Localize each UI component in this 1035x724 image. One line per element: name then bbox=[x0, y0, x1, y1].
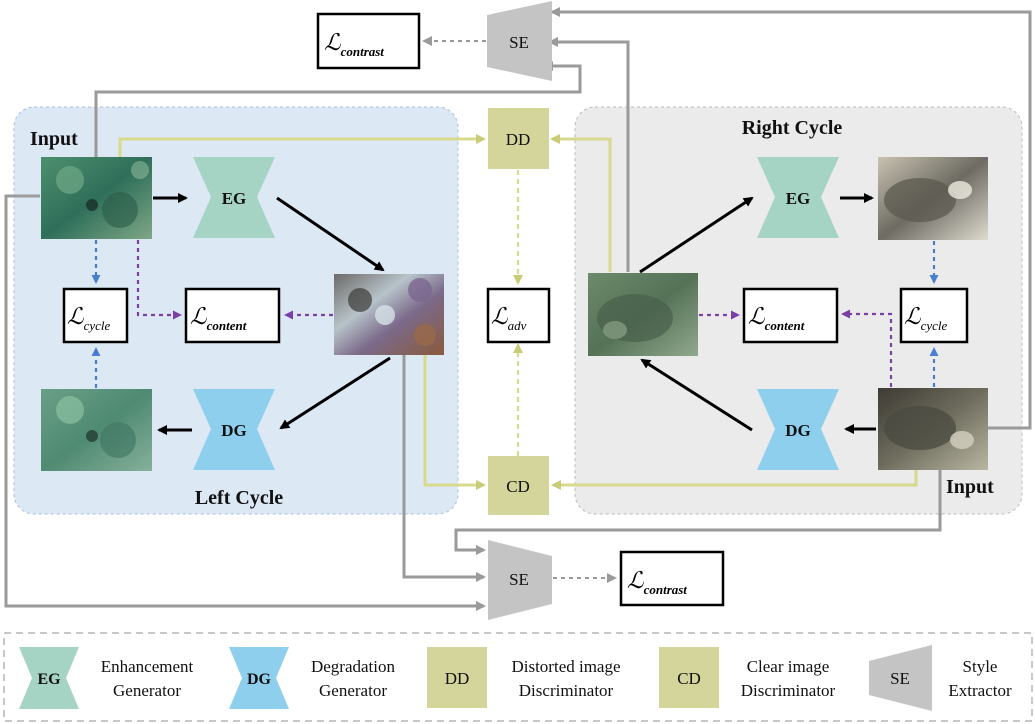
left-reconstructed-image bbox=[41, 389, 152, 471]
legend-item-eg: EG Enhancement Generator bbox=[19, 647, 194, 709]
svg-text:SE: SE bbox=[890, 669, 910, 688]
svg-text:Degradation: Degradation bbox=[311, 657, 396, 676]
svg-text:Generator: Generator bbox=[113, 681, 181, 700]
se-top-label: SE bbox=[509, 33, 529, 52]
degradation-generator-left: DG bbox=[193, 389, 275, 470]
right-input-label: Input bbox=[946, 476, 994, 498]
svg-text:EG: EG bbox=[37, 671, 61, 688]
right-distorted-image bbox=[588, 273, 698, 356]
right-input-image bbox=[878, 388, 988, 470]
svg-text:DG: DG bbox=[247, 671, 272, 688]
svg-text:ℒcycle: ℒcycle bbox=[67, 304, 111, 333]
degradation-generator-right: DG bbox=[757, 389, 839, 470]
loss-adv: ℒadv bbox=[486, 287, 551, 344]
left-cycle-title: Left Cycle bbox=[195, 487, 283, 509]
clear-image-discriminator: CD bbox=[488, 456, 549, 515]
loss-contrast-bottom: ℒcontrast bbox=[619, 550, 725, 607]
svg-text:Clear image: Clear image bbox=[747, 657, 830, 676]
svg-text:Style: Style bbox=[963, 657, 998, 676]
svg-text:EG: EG bbox=[786, 189, 811, 208]
svg-text:DG: DG bbox=[221, 421, 247, 440]
left-input-image bbox=[41, 157, 152, 239]
svg-text:CD: CD bbox=[506, 477, 530, 496]
left-input-label: Input bbox=[30, 128, 78, 150]
svg-text:DD: DD bbox=[506, 130, 531, 149]
legend-item-dd: DD Distorted image Discriminator bbox=[427, 647, 621, 708]
legend-item-se: SE Style Extractor bbox=[869, 645, 1012, 711]
enhancement-generator-left: EG bbox=[193, 157, 275, 238]
left-flow-arrows bbox=[153, 193, 391, 435]
legend-box bbox=[3, 632, 1033, 722]
svg-text:Generator: Generator bbox=[319, 681, 387, 700]
svg-text:Enhancement: Enhancement bbox=[101, 657, 194, 676]
svg-text:ℒcycle: ℒcycle bbox=[904, 304, 948, 333]
svg-text:EG: EG bbox=[222, 189, 247, 208]
enhancement-generator-right: EG bbox=[757, 157, 839, 238]
svg-text:Discriminator: Discriminator bbox=[519, 681, 614, 700]
svg-text:DG: DG bbox=[785, 421, 811, 440]
legend-item-dg: DG Degradation Generator bbox=[229, 647, 396, 709]
left-dashed-arrows bbox=[91, 240, 333, 388]
style-extractor-top: SE bbox=[487, 1, 552, 81]
legend-item-cd: CD Clear image Discriminator bbox=[659, 647, 836, 708]
right-cycle-title: Right Cycle bbox=[742, 117, 843, 139]
distorted-image-discriminator: DD bbox=[488, 108, 549, 169]
svg-text:ℒcontent: ℒcontent bbox=[190, 304, 247, 333]
svg-text:ℒcontent: ℒcontent bbox=[748, 304, 805, 333]
svg-text:Discriminator: Discriminator bbox=[741, 681, 836, 700]
loss-contrast-top: ℒcontrast bbox=[316, 12, 421, 70]
loss-content-right: ℒcontent bbox=[742, 287, 839, 344]
loss-cycle-right: ℒcycle bbox=[899, 287, 969, 344]
right-flow-arrows bbox=[639, 193, 876, 434]
svg-text:ℒadv: ℒadv bbox=[491, 304, 527, 333]
svg-text:CD: CD bbox=[677, 669, 701, 688]
discriminator-connectors bbox=[118, 134, 918, 490]
style-extractor-bottom: SE bbox=[488, 540, 552, 620]
svg-text:ℒcontrast: ℒcontrast bbox=[324, 30, 384, 59]
right-enhanced-image bbox=[878, 157, 988, 240]
svg-text:ℒcontrast: ℒcontrast bbox=[627, 568, 687, 597]
left-enhanced-image bbox=[334, 274, 444, 355]
se-bottom-label: SE bbox=[509, 570, 529, 589]
svg-text:Extractor: Extractor bbox=[948, 681, 1012, 700]
right-dashed-arrows bbox=[699, 241, 939, 387]
loss-content-left: ℒcontent bbox=[184, 287, 281, 344]
loss-cycle-left: ℒcycle bbox=[62, 287, 129, 344]
svg-text:Distorted image: Distorted image bbox=[511, 657, 620, 676]
svg-text:DD: DD bbox=[445, 669, 470, 688]
